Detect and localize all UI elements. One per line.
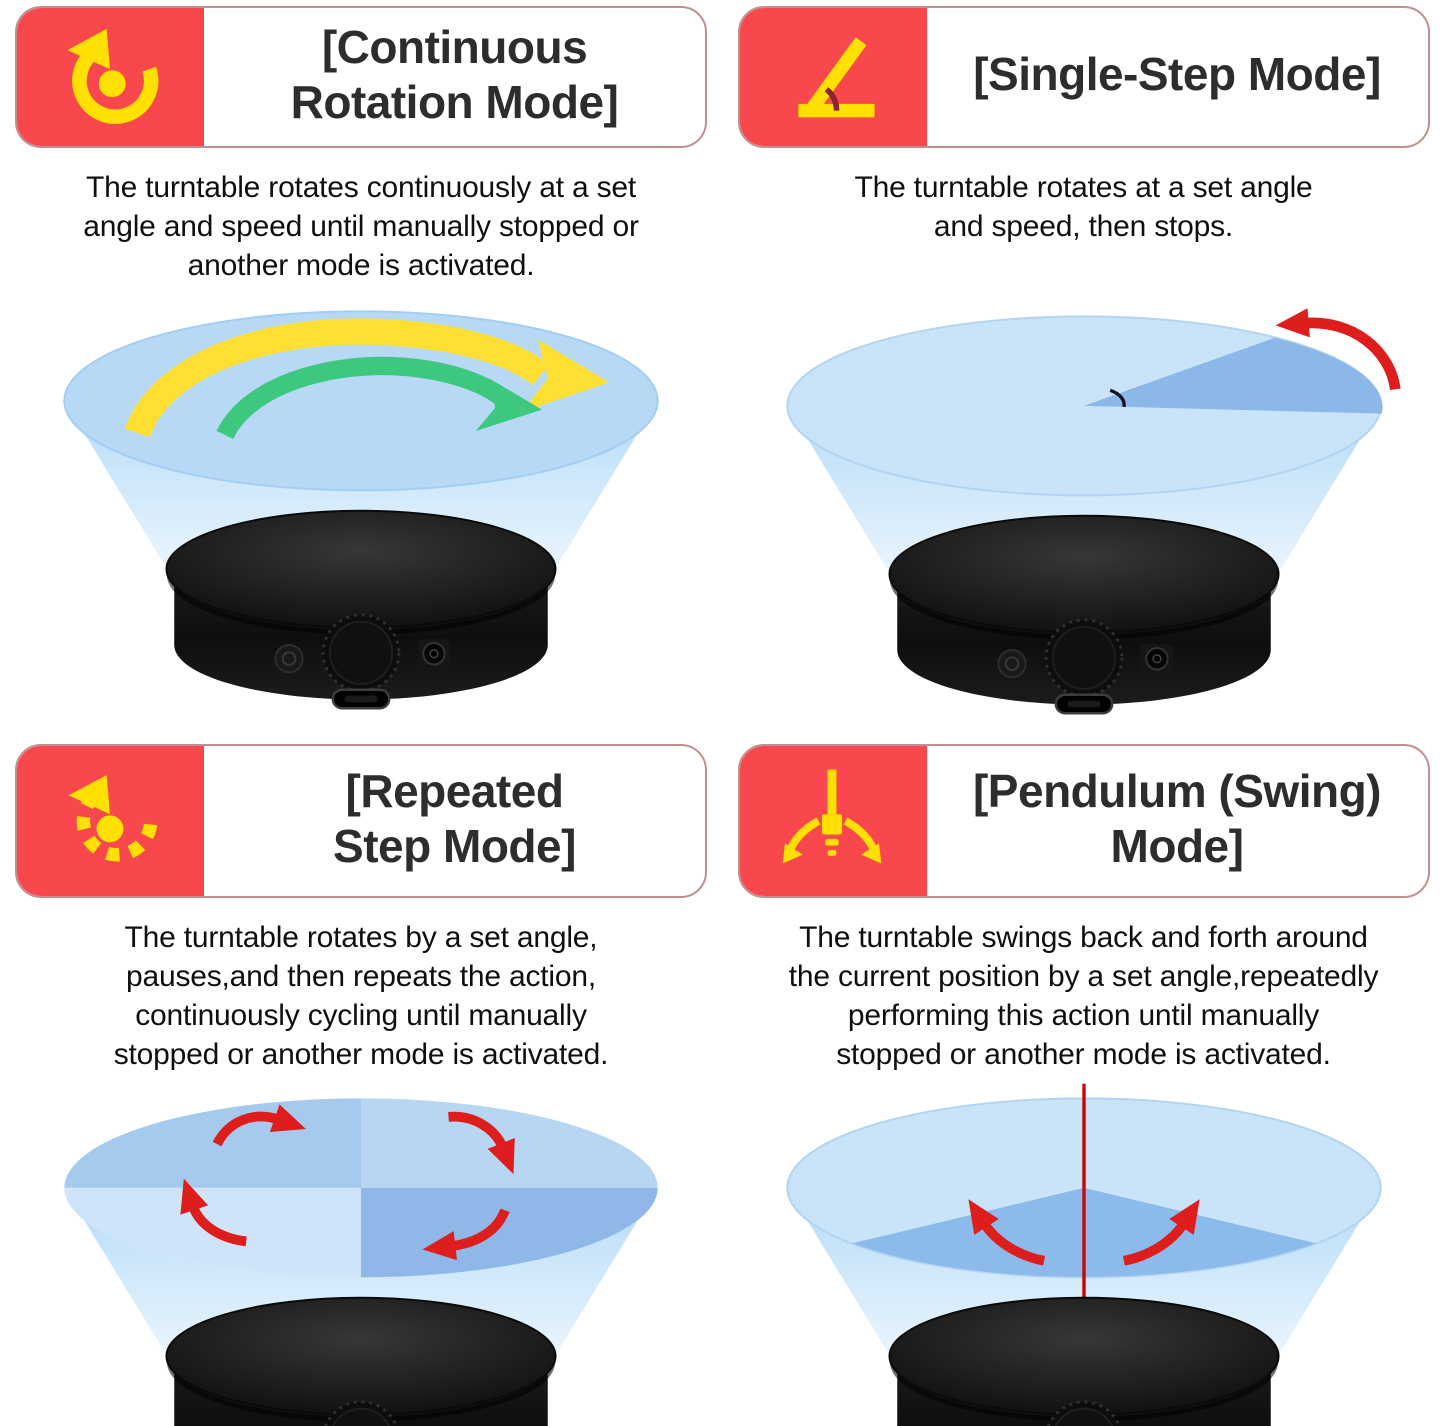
turntable-illustration-repeated-step — [64, 1098, 658, 1426]
mode-description: The turntable rotates at a set angle and… — [854, 171, 1313, 243]
illustration-wrap — [763, 1076, 1405, 1426]
single-step-angle-icon — [798, 37, 875, 118]
mode-card-pendulum-swing: [Pendulum (Swing) Mode] The turntable sw… — [722, 738, 1445, 1426]
yellow-arrowhead — [522, 339, 610, 412]
mode-description: The turntable rotates continuously at a … — [83, 171, 639, 282]
mode-title: [Single-Step Mode] — [973, 48, 1381, 101]
mode-description: The turntable swings back and forth arou… — [788, 921, 1379, 1071]
angle-wedge — [1083, 337, 1383, 414]
disc-quarter-top-left — [64, 1098, 362, 1188]
mode-card-repeated-step: [Repeated Step Mode] The turntable rotat… — [0, 738, 722, 1426]
turntable-illustration-continuous-rotation — [63, 310, 659, 717]
yellow-ccw-arrow — [124, 318, 550, 438]
red-step-arrow-bottom-left — [180, 1178, 247, 1247]
mode-title: [Pendulum (Swing) Mode] — [972, 764, 1382, 872]
mode-banner: [Repeated Step Mode] — [15, 744, 707, 898]
pendulum-swing-icon — [782, 769, 882, 864]
mode-banner: [Single-Step Mode] — [737, 6, 1430, 148]
green-arrowhead — [475, 378, 542, 432]
illustration-wrap — [40, 1076, 682, 1426]
green-cw-arrow — [216, 356, 508, 440]
red-step-arrow-bottom-right — [422, 1208, 510, 1261]
mode-title: [Repeated Step Mode] — [333, 764, 576, 872]
disc-quarter-top-right — [361, 1098, 658, 1188]
turntable-illustration-single-step — [785, 308, 1401, 722]
banner-icon-box — [739, 746, 927, 896]
red-swing-arrow-left — [967, 1199, 1045, 1266]
repeated-step-icon — [68, 775, 157, 862]
red-swing-arrow-right — [1122, 1199, 1200, 1266]
mode-banner: [Continuous Rotation Mode] — [15, 6, 707, 148]
red-step-arrow — [1275, 308, 1401, 391]
red-step-arrow-top-right — [448, 1111, 515, 1175]
mode-banner: [Pendulum (Swing) Mode] — [737, 744, 1430, 898]
banner-icon-box — [17, 746, 204, 896]
mode-card-single-step: [Single-Step Mode] The turntable rotates… — [722, 0, 1445, 738]
mode-card-continuous-rotation: [Continuous Rotation Mode] The turntable… — [0, 0, 722, 738]
continuous-rotation-icon — [66, 28, 158, 124]
angle-mark — [1109, 388, 1126, 408]
mode-title: [Continuous Rotation Mode] — [290, 20, 619, 128]
red-step-arrow-top-left — [212, 1104, 306, 1147]
illustration-wrap — [40, 289, 682, 717]
disc-quarter-bottom-right — [361, 1187, 658, 1278]
mode-description: The turntable rotates by a set angle, pa… — [113, 921, 609, 1071]
banner-icon-box — [17, 8, 204, 146]
illustration-wrap — [763, 294, 1405, 722]
banner-icon-box — [739, 8, 927, 146]
turntable-illustration-pendulum-swing — [785, 1083, 1382, 1426]
